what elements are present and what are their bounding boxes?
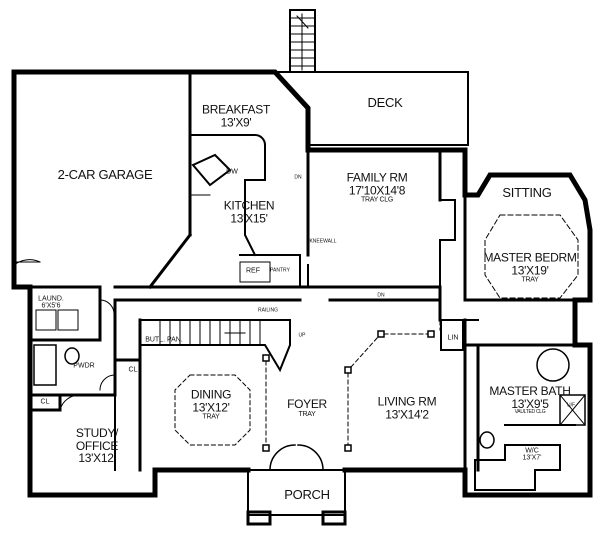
master-bed-dim: 13'X19' [511,263,549,278]
label-railing: RAILING [257,307,279,314]
label-dn-hall: DN [377,292,385,299]
label-linen: LIN [447,334,459,342]
label-uf: U/F [566,402,576,409]
main-stairs [139,319,291,373]
label-butler-pantry: BUTL. PAN. [145,336,183,344]
living-dim: 13'X14'2 [385,407,429,421]
wic-name: W/C [525,447,539,455]
family-name: FAMILY RM [346,170,408,185]
room-label-porch: PORCH [284,487,330,503]
family-dim: 17'10X14'8 [348,183,406,198]
breakfast-dim: 13'X9' [220,115,252,129]
master-bath-walls [440,319,586,491]
study-name: STUDY/ [75,426,119,441]
living-name: LIVING RM [377,394,437,409]
porch-outline [246,469,347,526]
study-dim: 13'X12' [78,451,116,466]
room-label-family: FAMILY RM 17'10X14'8 TRAY CLG [346,170,408,205]
label-up: UP [298,332,306,339]
label-powder: PWDR [73,362,95,370]
room-label-garage: 2-CAR GARAGE [57,167,153,183]
label-closet-study: CL [40,398,50,406]
column-dashes [139,286,441,446]
laundry-dim: 6'X5'6 [41,303,61,310]
foyer-name: FOYER [287,397,327,412]
label-closet-powder: CL [128,366,138,374]
room-label-laundry: LAUND. 6'X5'6 [38,296,64,311]
columns [262,330,435,452]
master-bath-dim: 13'X9'5 [511,396,549,411]
label-dn-family: DN [294,174,302,181]
entry-doors [269,444,324,471]
room-label-wic: W/C 13'X7' [522,448,541,463]
master-bath-note: VAULTED CLG [514,408,546,415]
master-bed-name: MASTER BEDRM [483,250,577,265]
label-kneewall: KNEEWALL [309,238,337,245]
wic-dim: 13'X7' [522,455,542,462]
room-label-sitting: SITTING [502,185,552,201]
dining-tray [174,374,251,446]
room-label-breakfast: BREAKFAST 13'X9' [202,103,270,128]
label-pantry: PANTRY [270,267,290,274]
dining-name: DINING [190,387,232,402]
hall-walls [113,285,467,472]
dining-note: TRAY [202,413,220,421]
room-label-study: STUDY/ OFFICE 13'X12' [75,426,119,466]
laundry-name: LAUND. [38,295,64,303]
room-label-deck: DECK [367,95,403,111]
foyer-note: TRAY [298,410,316,418]
room-label-master-bath: MASTER BATH 13'X9'5 VAULTED CLG [489,383,571,415]
room-label-foyer: FOYER TRAY [287,398,327,418]
dining-dim: 13'X12' [192,400,230,415]
study-walls [28,394,81,412]
kitchen-name: KITCHEN [223,198,275,213]
label-dishwasher: DW [226,168,238,176]
label-refrigerator: REF [246,267,260,275]
room-label-dining: DINING 13'X12' TRAY [190,387,232,422]
family-note: TRAY CLG [361,196,393,204]
master-bed-note: TRAY [521,276,539,284]
breakfast-name: BREAKFAST [202,102,270,117]
back-stairs [289,9,316,73]
room-label-master-bedroom: MASTER BEDRM 13'X19' TRAY [483,250,577,285]
kitchen-dim: 13'X15' [230,211,268,225]
study-name2: OFFICE [75,438,119,453]
room-label-kitchen: KITCHEN 13'X15' [224,199,275,224]
deck-outline [274,71,469,146]
master-bath-name: MASTER BATH [489,383,571,398]
master-bedroom-walls [463,193,579,302]
room-label-living: LIVING RM 13'X14'2 [378,395,437,420]
